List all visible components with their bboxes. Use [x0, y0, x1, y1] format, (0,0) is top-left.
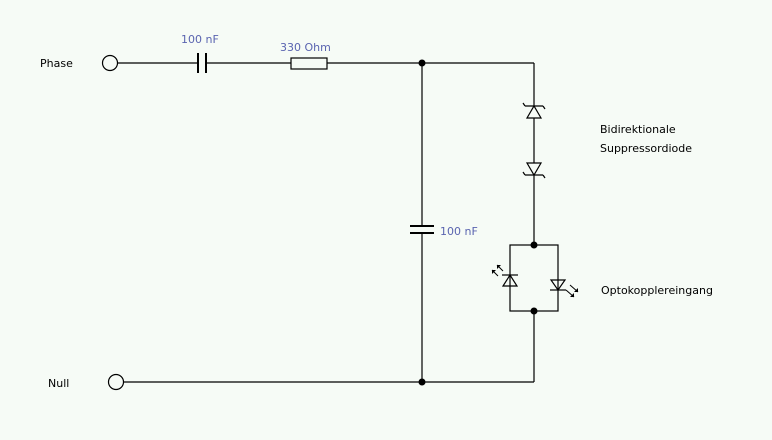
optocoupler-loop — [509, 244, 559, 312]
resistor — [290, 57, 328, 70]
optocoupler-label: Optokopplereingang — [601, 284, 713, 297]
suppressor-label-line1: Bidirektionale — [600, 123, 676, 136]
led-right — [549, 279, 579, 298]
junction-dot — [418, 59, 426, 67]
junction-dot — [530, 307, 538, 315]
junction-dot — [530, 241, 538, 249]
tvs-diode-upper — [522, 102, 546, 119]
series-capacitor — [197, 53, 207, 73]
resistor-value: 330 Ohm — [280, 41, 331, 54]
wires — [118, 62, 559, 383]
suppressor-label-line2: Suppressordiode — [600, 142, 692, 155]
shunt-capacitor-value: 100 nF — [440, 225, 478, 238]
led-left — [491, 264, 519, 287]
phase-terminal — [101, 54, 119, 72]
null-terminal — [107, 373, 125, 391]
junction-dot — [418, 378, 426, 386]
series-capacitor-value: 100 nF — [181, 33, 219, 46]
shunt-capacitor — [410, 225, 434, 234]
tvs-diode-lower — [522, 162, 546, 179]
null-label: Null — [48, 377, 69, 390]
junctions — [418, 59, 538, 386]
phase-label: Phase — [40, 57, 73, 70]
